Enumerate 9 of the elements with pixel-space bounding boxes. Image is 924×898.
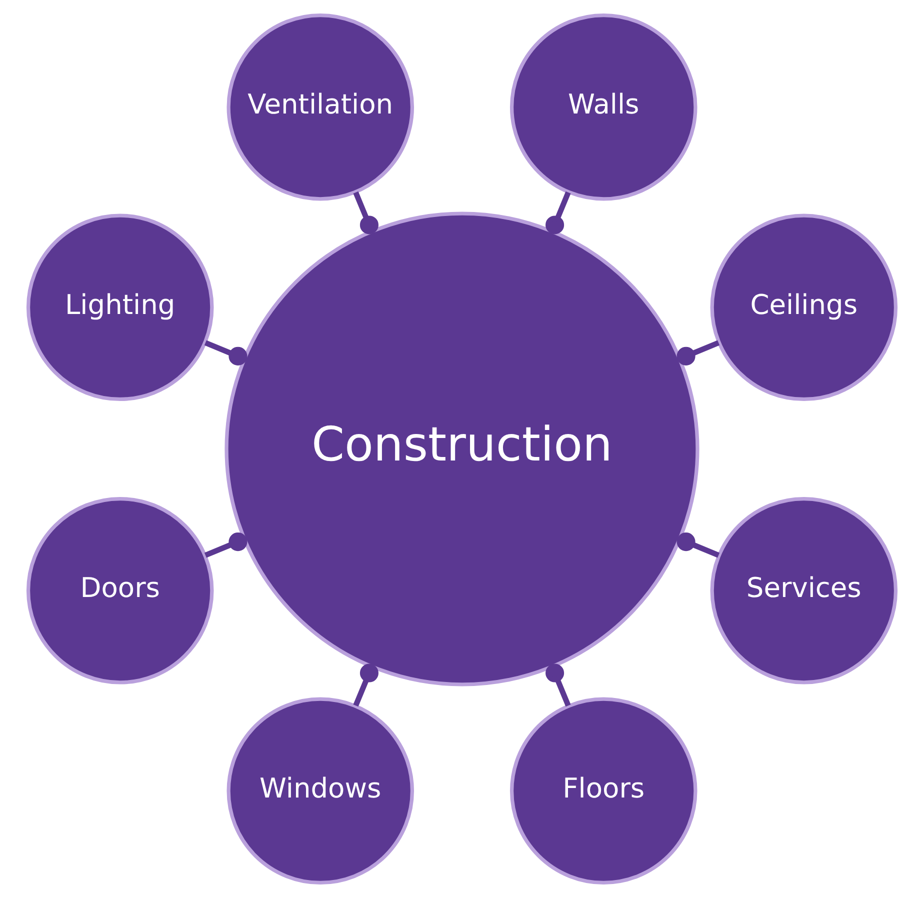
node-circle: Doors [26,496,214,684]
node-circle: Windows [226,697,414,885]
node-circle: Walls [510,13,698,201]
node-circle: Construction [224,212,700,686]
node-circle: Lighting [26,214,214,402]
node-circle: Ceilings [710,214,898,402]
node-circle: Services [710,496,898,684]
node-circle: Floors [510,697,698,885]
node-circle: Ventilation [226,13,414,201]
